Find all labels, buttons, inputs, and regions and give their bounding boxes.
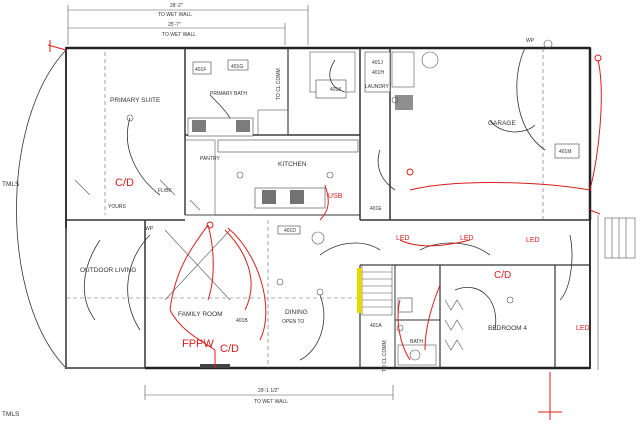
fixtures (184, 51, 580, 368)
room-yours: YOURS (108, 204, 126, 210)
tag-401f: 401F (195, 67, 206, 73)
garage-steps (597, 215, 636, 370)
room-dining: DINING (285, 309, 308, 316)
annotation-led3: LED (526, 237, 540, 244)
room-primary-bath: PRIMARY BATH (210, 91, 247, 97)
dim-top2: 25'-7" (168, 22, 181, 28)
tag-401m: 401M (559, 149, 572, 155)
annotation-usb: USB (328, 193, 343, 200)
tag-401d: 401D (284, 228, 296, 234)
stairs (357, 264, 393, 316)
annotation-fppw: FPPW (182, 338, 214, 350)
annotation-wp1: WP (526, 38, 535, 44)
tag-401j: 401J (372, 60, 383, 66)
annotation-cd2: C/D (220, 343, 239, 355)
outdoor-arc (16, 49, 67, 369)
dim-bottom: 29'-1 1/2" (258, 388, 279, 394)
room-primary-suite: PRIMARY SUITE (110, 97, 161, 104)
tag-401g: 401G (231, 64, 243, 70)
room-garage: GARAGE (488, 120, 516, 127)
room-to-cl-comm: TO CL COMM (276, 68, 282, 100)
room-bedroom4: BEDROOM 4 (488, 325, 527, 332)
annotation-led4: LED (576, 325, 590, 332)
room-outdoor-living: OUTDOOR LIVING (80, 267, 136, 274)
room-bath: BATH (410, 339, 423, 345)
dim-top1-note: TO WET WALL (158, 12, 192, 18)
side-text-top: TMLS (2, 181, 20, 188)
tags: 401F 401G 401J 401H 401K 401M 401A 401B … (195, 60, 572, 329)
annotation-wp2: WP (145, 226, 154, 232)
top-dimensions: 28'-2" TO WET WALL 25'-7" TO WET WALL (67, 3, 309, 45)
room-to-cl-comm2: TO CL COMM (382, 340, 388, 372)
room-dining-note: OPEN TO (282, 319, 304, 325)
dim-top2-note: TO WET WALL (162, 32, 196, 38)
tag-401b: 401B (236, 318, 248, 324)
red-wiring (47, 40, 602, 420)
room-family-room: FAMILY ROOM (178, 311, 223, 318)
red-annotations: C/D C/D C/D USB FPPW LED LED LED LED WP … (115, 38, 590, 355)
switch-wiring (83, 47, 573, 361)
annotation-cd3: C/D (494, 270, 511, 281)
annotation-led2: LED (460, 235, 474, 242)
room-pantry: PANTRY (200, 156, 220, 162)
tag-401e: 401E (370, 206, 382, 212)
annotation-cd1: C/D (115, 177, 134, 189)
closet-hatch (74, 179, 464, 351)
tag-401a: 401A (370, 323, 382, 329)
light-fixtures (126, 39, 553, 304)
side-text-bottom: TMLS (2, 411, 20, 418)
room-labels: PRIMARY SUITE PRIMARY BATH KITCHEN PANTR… (80, 68, 527, 372)
room-laundry: LAUNDRY (365, 84, 389, 90)
room-kitchen: KITCHEN (278, 161, 307, 168)
dim-top1: 28'-2" (170, 3, 183, 9)
tag-401k: 401K (330, 87, 342, 93)
annotation-fl-bk: FL/BK (158, 188, 173, 194)
annotation-led1: LED (396, 235, 410, 242)
exterior-walls (65, 46, 592, 370)
dim-bottom-note: TO WET WALL (254, 399, 288, 405)
tag-401h: 401H (372, 70, 384, 76)
dashed-lines (66, 48, 544, 368)
bottom-dimension: 29'-1 1/2" TO WET WALL (144, 385, 394, 405)
